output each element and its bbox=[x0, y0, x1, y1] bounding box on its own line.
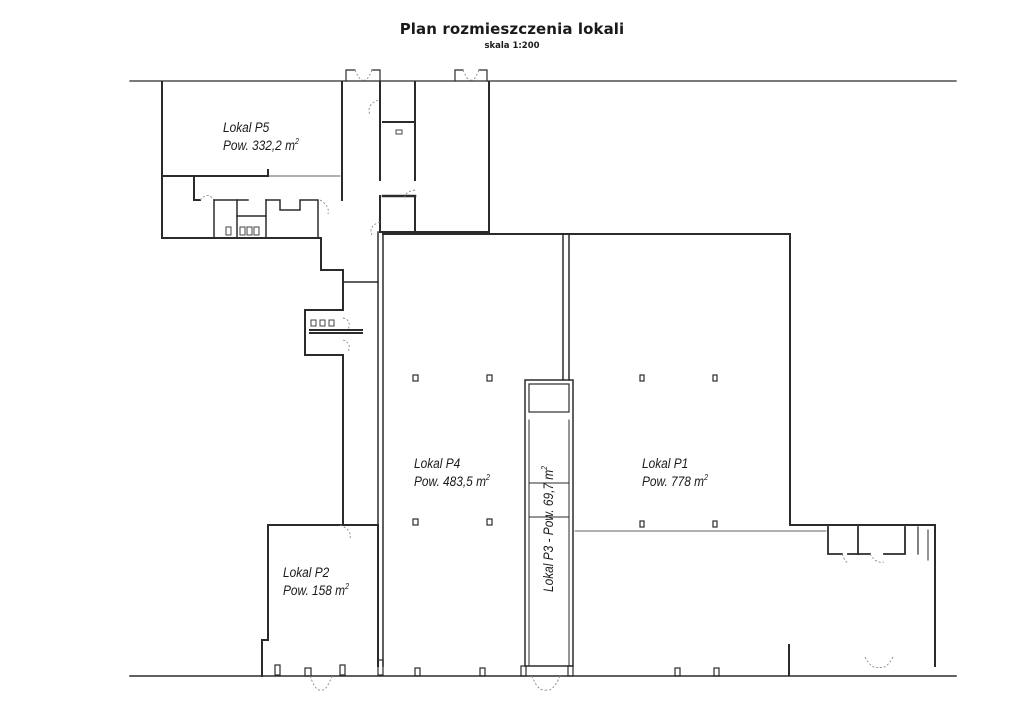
unit-label-p3: Lokal P3 - Pow. 69,7 m2 bbox=[540, 465, 556, 592]
unit-area-p2: Pow. 158 m2 bbox=[283, 582, 349, 599]
plan-title: Plan rozmieszczenia lokali bbox=[399, 20, 625, 38]
unit-p4-p1-walls bbox=[382, 233, 936, 667]
unit-name-p1: Lokal P1 bbox=[642, 456, 689, 471]
unit-name-p3: Lokal P3 bbox=[541, 545, 556, 592]
unit-area-p4: Pow. 483,5 m2 bbox=[414, 473, 490, 490]
unit-label-p4: Lokal P4 Pow. 483,5 m2 bbox=[414, 455, 490, 491]
door-swings bbox=[199, 69, 894, 691]
unit-p2-walls bbox=[261, 524, 379, 677]
unit-p3-walls bbox=[524, 379, 574, 667]
unit-p5-walls bbox=[161, 81, 343, 239]
unit-label-p1: Lokal P1 Pow. 778 m2 bbox=[642, 455, 708, 491]
unit-name-p2: Lokal P2 bbox=[283, 565, 330, 580]
unit-area-p3: Pow. 69,7 m bbox=[541, 469, 556, 536]
plan-scale: skala 1:200 bbox=[484, 41, 540, 51]
unit-name-p4: Lokal P4 bbox=[414, 456, 461, 471]
unit-area-p5: Pow. 332,2 m2 bbox=[223, 137, 299, 154]
corridor-walls bbox=[304, 81, 490, 667]
unit-label-p5: Lokal P5 Pow. 332,2 m2 bbox=[223, 119, 299, 155]
top-door-frames bbox=[345, 69, 488, 82]
unit-p1-service-rooms bbox=[827, 526, 929, 561]
columns bbox=[412, 374, 718, 528]
sanitary-fixtures bbox=[225, 129, 403, 327]
unit-label-p2: Lokal P2 Pow. 158 m2 bbox=[283, 564, 349, 600]
unit-name-p5: Lokal P5 bbox=[223, 120, 270, 135]
unit-area-p1: Pow. 778 m2 bbox=[642, 473, 708, 490]
facade-piers bbox=[274, 644, 790, 677]
